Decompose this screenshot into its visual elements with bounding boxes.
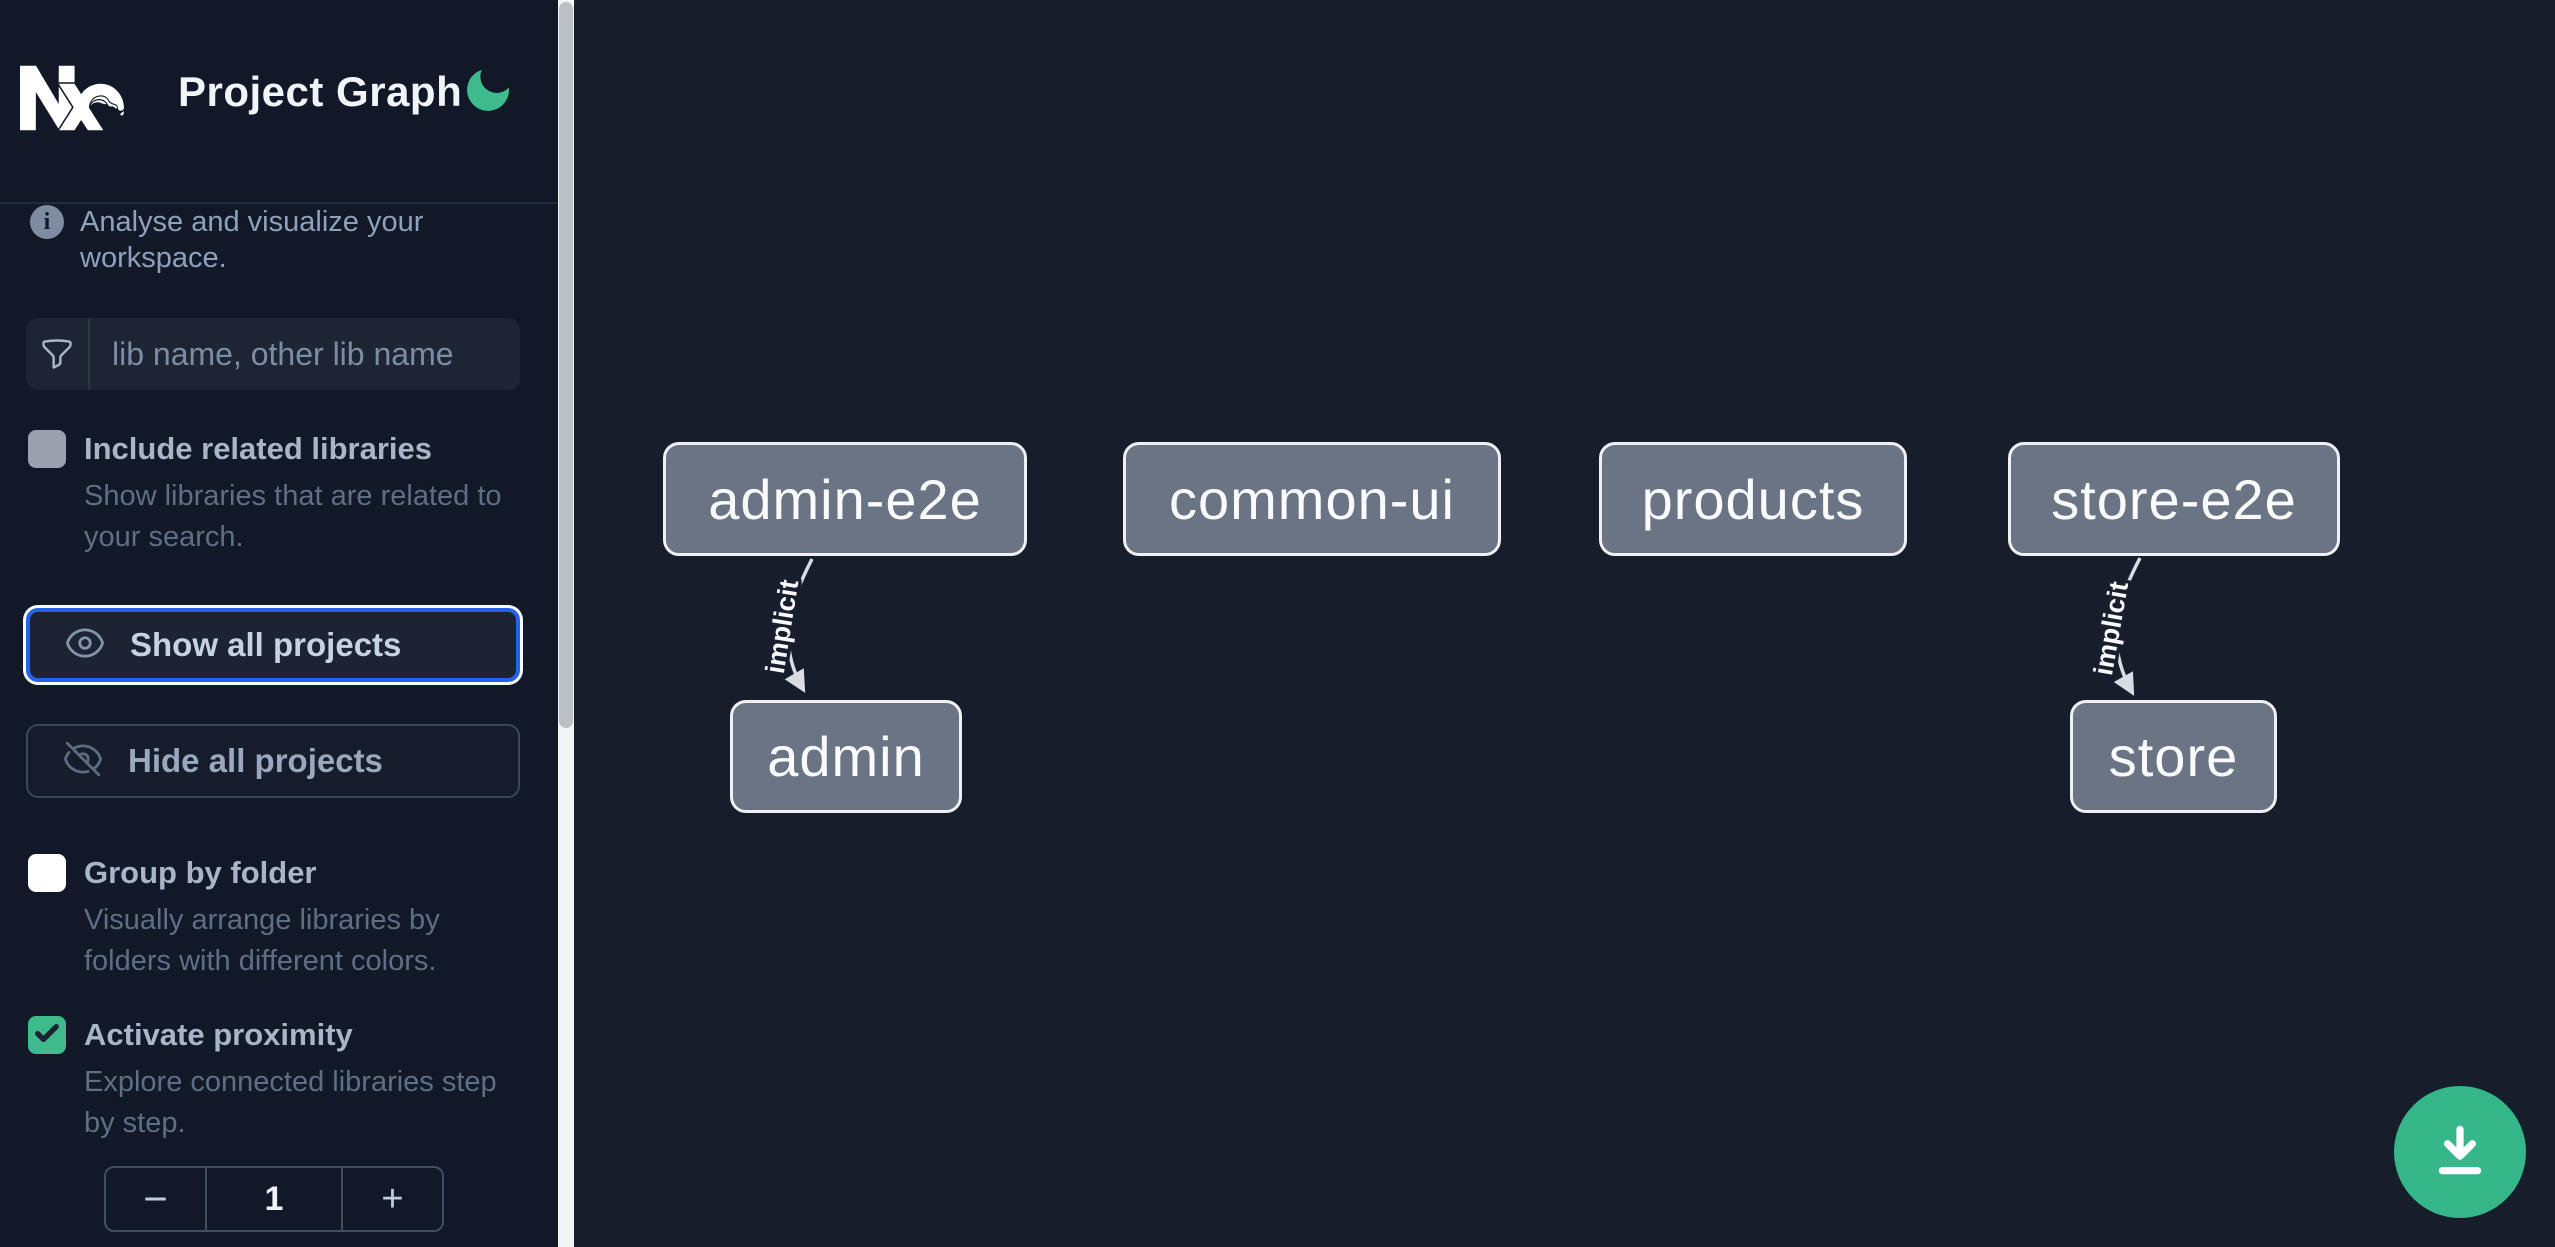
group-by-folder-label: Group by folder bbox=[84, 855, 317, 890]
hide-all-projects-button[interactable]: Hide all projects bbox=[26, 724, 520, 798]
moon-icon bbox=[460, 69, 516, 122]
proximity-depth-stepper: − 1 + bbox=[104, 1166, 444, 1232]
graph-canvas[interactable] bbox=[574, 0, 2555, 1247]
project-node-products[interactable]: products bbox=[1599, 442, 1907, 556]
eye-slash-icon bbox=[62, 738, 104, 785]
check-icon bbox=[33, 1019, 61, 1052]
sidebar-divider bbox=[0, 202, 558, 204]
info-icon: i bbox=[30, 205, 64, 239]
project-node-common-ui[interactable]: common-ui bbox=[1123, 442, 1501, 556]
decrement-button[interactable]: − bbox=[143, 1175, 168, 1222]
include-related-description: Show libraries that are related to your … bbox=[84, 480, 502, 553]
brand-row: Project Graph bbox=[0, 0, 558, 202]
hide-all-projects-label: Hide all projects bbox=[128, 742, 383, 779]
proximity-depth-value: 1 bbox=[205, 1168, 343, 1230]
download-icon bbox=[2429, 1119, 2491, 1186]
eye-icon bbox=[64, 622, 106, 669]
show-all-projects-button[interactable]: Show all projects bbox=[26, 608, 520, 682]
include-related-checkbox[interactable] bbox=[28, 430, 66, 468]
sidebar: Project Graph i Analyse and visualize yo… bbox=[0, 0, 558, 1247]
project-node-admin[interactable]: admin bbox=[730, 700, 962, 813]
group-by-folder-description: Visually arrange libraries by folders wi… bbox=[84, 904, 440, 977]
activate-proximity-toggle[interactable]: Activate proximity Explore connected lib… bbox=[0, 1014, 558, 1144]
include-related-label: Include related libraries bbox=[84, 431, 433, 466]
sidebar-scrollbar-thumb[interactable] bbox=[559, 2, 573, 728]
project-node-store[interactable]: store bbox=[2070, 700, 2277, 813]
project-node-admin-e2e[interactable]: admin-e2e bbox=[663, 442, 1027, 556]
increment-button[interactable]: + bbox=[381, 1177, 404, 1220]
workspace-tagline: Analyse and visualize your workspace. bbox=[80, 206, 424, 274]
activate-proximity-label: Activate proximity bbox=[84, 1017, 353, 1052]
page-title: Project Graph bbox=[178, 68, 463, 115]
group-by-folder-toggle[interactable]: Group by folder Visually arrange librari… bbox=[0, 852, 558, 982]
include-related-toggle[interactable]: Include related libraries Show libraries… bbox=[0, 428, 558, 558]
funnel-icon bbox=[26, 318, 90, 390]
filter-box bbox=[26, 318, 520, 390]
workspace-tagline-row: i Analyse and visualize your workspace. bbox=[30, 204, 558, 276]
theme-toggle-button[interactable] bbox=[460, 62, 516, 118]
group-by-folder-checkbox[interactable] bbox=[28, 854, 66, 892]
project-node-store-e2e[interactable]: store-e2e bbox=[2008, 442, 2340, 556]
activate-proximity-checkbox[interactable] bbox=[28, 1016, 66, 1054]
sidebar-scrollbar[interactable] bbox=[558, 0, 574, 1247]
download-graph-button[interactable] bbox=[2394, 1086, 2526, 1218]
nx-logo-icon bbox=[16, 46, 128, 150]
show-all-projects-label: Show all projects bbox=[130, 626, 402, 663]
activate-proximity-description: Explore connected libraries step by step… bbox=[84, 1066, 497, 1139]
filter-input[interactable] bbox=[90, 318, 520, 390]
